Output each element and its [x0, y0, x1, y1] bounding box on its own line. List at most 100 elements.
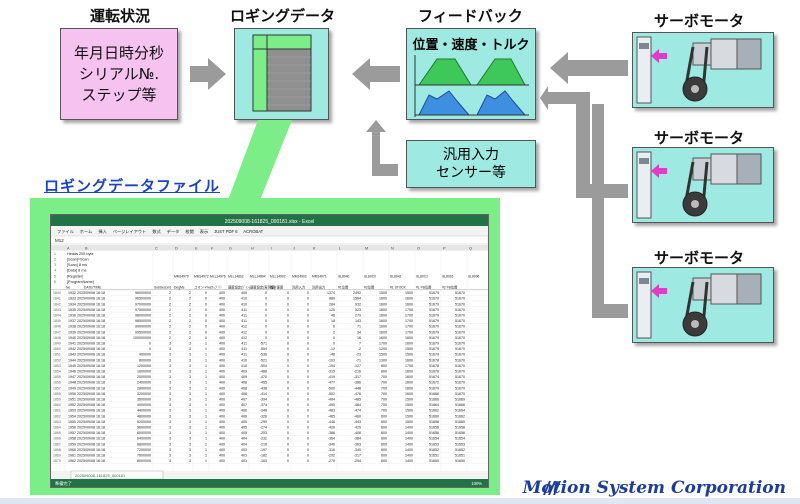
cell: -494: [328, 398, 335, 402]
cell: 0: [287, 302, 289, 306]
cell: 51679: [429, 330, 439, 334]
column-letter-F: F: [211, 246, 214, 250]
cell: -253: [260, 431, 267, 435]
meta-row-5: [ProgramName]: [67, 280, 94, 284]
cell: 1600: [405, 370, 413, 374]
cell: 0: [287, 392, 289, 396]
row-number: 1859: [53, 398, 61, 402]
cell: 0: [205, 308, 207, 312]
cell: 16: [357, 336, 361, 340]
cell: 404: [241, 437, 247, 441]
column-header-4: コマンド№: [194, 285, 211, 290]
column-letter-C: C: [155, 246, 158, 250]
cell: 3: [189, 392, 191, 396]
cell: 51670: [455, 325, 465, 329]
cell: 400: [219, 414, 225, 418]
cell: -103: [328, 358, 335, 362]
cell: 0: [307, 358, 309, 362]
cell: 5600000: [137, 426, 151, 430]
magenta-arrow-icon: [651, 49, 667, 63]
cell: 0: [287, 414, 289, 418]
cell: 3: [189, 347, 191, 351]
cell: 0: [205, 302, 207, 306]
cell: 0: [287, 319, 289, 323]
cell: 1940 2025/09/08 16:18: [68, 336, 105, 340]
cell: 96000000: [135, 291, 151, 295]
cell: 1564: [353, 297, 361, 301]
row-number: 1851: [53, 353, 61, 357]
cell: 51670: [455, 364, 465, 368]
cell: 0: [333, 336, 335, 340]
cell: 1956 2025/09/08 16:18: [68, 426, 105, 430]
cell: 1300: [379, 358, 387, 362]
cell: 0: [287, 347, 289, 351]
cell: 71: [357, 325, 361, 329]
cell: 2: [169, 314, 171, 318]
cell: 4000000: [137, 403, 151, 407]
logging-sheet-icon: [252, 34, 312, 112]
cell: -194: [328, 364, 335, 368]
cell: 51656: [429, 426, 439, 430]
cell: 400: [219, 426, 225, 430]
cell: 1400: [405, 454, 413, 458]
cell: 97000000: [135, 302, 151, 306]
cell: 1955 2025/09/08 16:18: [68, 420, 105, 424]
cell: 400: [219, 437, 225, 441]
cell: 0: [287, 409, 289, 413]
cell: 51662: [429, 409, 439, 413]
cell: -419: [328, 375, 335, 379]
column-header-8: 指令速度: [270, 285, 284, 290]
cell: 0: [287, 291, 289, 295]
register-label-7: MM14971: [312, 274, 327, 278]
meta-row-number: 4: [54, 269, 56, 273]
cell: -502: [328, 392, 335, 396]
cell: 400: [219, 420, 225, 424]
cell: 1400: [405, 431, 413, 435]
register-label-1: MM14972: [194, 274, 209, 278]
cell: 51664: [429, 403, 439, 407]
cell: 51656: [429, 431, 439, 435]
column-header-12: #2位置: [364, 285, 375, 290]
cell: -483: [328, 409, 335, 413]
cell: 51679: [429, 308, 439, 312]
column-header-2: SubSecond: [154, 286, 171, 290]
cell: 400: [219, 347, 225, 351]
ribbon-tab-8: JUST PDF 6: [214, 229, 238, 234]
cell: 523: [355, 308, 361, 312]
cell: 51670: [455, 392, 465, 396]
cell: 1948 2025/09/08 16:18: [68, 381, 105, 385]
row-number: 1862: [53, 414, 61, 418]
register-label-6: MM14902: [292, 274, 307, 278]
status-line-serial: シリアル№.: [78, 64, 160, 83]
cell: 700: [381, 398, 387, 402]
row-number: 1864: [53, 426, 61, 430]
cell: 700: [381, 392, 387, 396]
cell: 1500: [405, 291, 413, 295]
cell: 1937 2025/09/08 16:18: [68, 319, 105, 323]
cell: 51653: [429, 442, 439, 446]
meta-row-2: [Scan] 8 ms: [67, 263, 87, 267]
cell: 51652: [429, 448, 439, 452]
ribbon-tab-2: 挿入: [98, 228, 107, 235]
column-letter-J: J: [293, 246, 295, 250]
cell: -216: [260, 442, 267, 446]
cell: 8000000: [137, 459, 151, 463]
cell: 51650: [455, 459, 465, 463]
excel-title-bar: [51, 215, 488, 226]
row-number: 1865: [53, 431, 61, 435]
cell: -448: [354, 386, 361, 390]
arrow-motor2-to-feedback: [540, 86, 628, 198]
cell: 51679: [429, 314, 439, 318]
cell: 34: [357, 330, 361, 334]
cell: 3: [169, 454, 171, 458]
cell: 3: [169, 342, 171, 346]
cell: 400: [219, 392, 225, 396]
cell: 1939 2025/09/08 16:18: [68, 330, 105, 334]
cell: 3: [169, 353, 171, 357]
register-label-11: SL80C2: [416, 274, 428, 278]
sensor-box: 汎用入力 センサー等: [406, 140, 536, 188]
cell: 0: [205, 291, 207, 295]
cell: 1600: [379, 308, 387, 312]
cell: 51670: [429, 386, 439, 390]
